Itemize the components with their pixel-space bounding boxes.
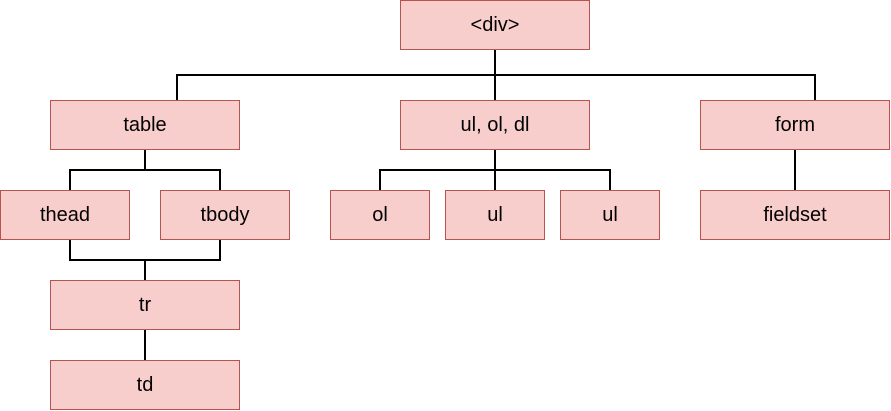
node-ul-2: ul xyxy=(560,190,660,240)
node-div: <div> xyxy=(400,0,590,50)
node-ul-1: ul xyxy=(445,190,545,240)
node-td: td xyxy=(50,360,240,410)
node-ul-ol-dl: ul, ol, dl xyxy=(400,100,590,150)
node-tr: tr xyxy=(50,280,240,330)
connector-div-children xyxy=(176,50,816,100)
node-form: form xyxy=(700,100,890,150)
connector-thead-tbody-tr xyxy=(69,240,221,280)
node-table: table xyxy=(50,100,240,150)
node-tbody: tbody xyxy=(160,190,290,240)
connector-table-children xyxy=(69,150,221,190)
node-ol: ol xyxy=(330,190,430,240)
node-fieldset: fieldset xyxy=(700,190,890,240)
node-thead: thead xyxy=(0,190,130,240)
connector-lists-children xyxy=(379,150,611,190)
